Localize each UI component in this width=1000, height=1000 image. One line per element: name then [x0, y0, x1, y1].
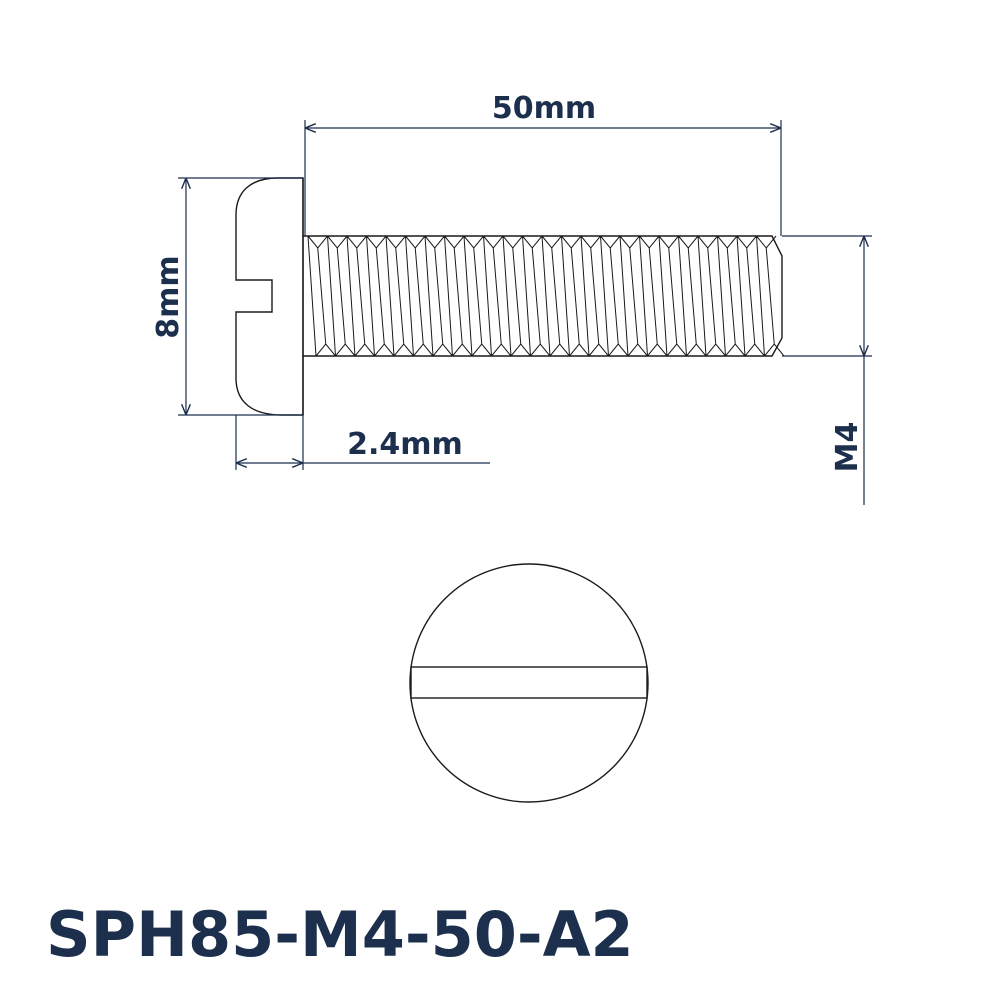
part-number: SPH85-M4-50-A2: [46, 898, 634, 971]
head-diameter-dimension: 8mm: [151, 177, 303, 416]
length-dimension: 50mm: [304, 91, 782, 236]
screw-head-top-view: [409, 563, 649, 803]
screw-shank-outline: [303, 235, 783, 357]
screw-slot: [410, 666, 648, 699]
thread-size-label: M4: [830, 422, 865, 473]
thread-lines: [307, 235, 785, 357]
thread-pattern: [307, 235, 785, 357]
screw-head-outline: [235, 177, 304, 416]
head-diameter-label: 8mm: [151, 255, 186, 338]
length-label: 50mm: [492, 91, 596, 126]
screw-side-view: [235, 177, 785, 416]
head-height-label: 2.4mm: [347, 427, 463, 462]
head-height-dimension: 2.4mm: [235, 415, 490, 470]
thread-size-dimension: M4: [782, 235, 872, 505]
